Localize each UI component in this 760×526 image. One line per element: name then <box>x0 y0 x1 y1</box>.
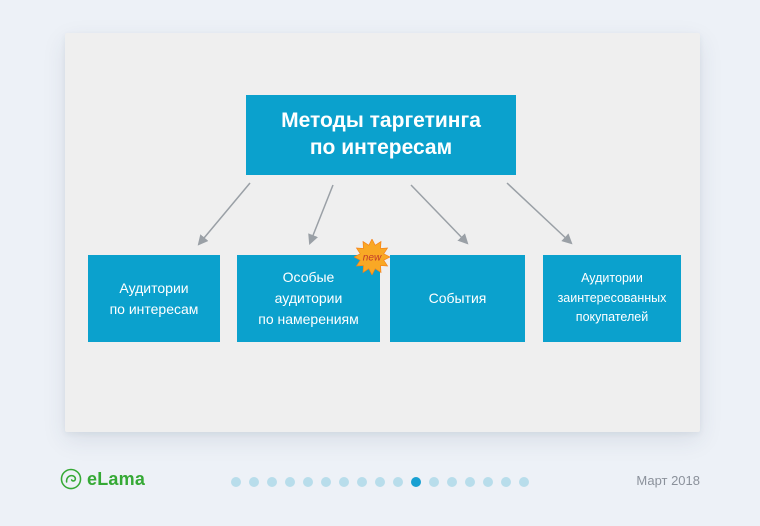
pagination-dot[interactable] <box>393 477 403 487</box>
pagination-dots <box>231 477 529 487</box>
connector-arrows <box>197 182 573 246</box>
pagination-dot[interactable] <box>519 477 529 487</box>
pagination-dot[interactable] <box>267 477 277 487</box>
node-label: Особые аудитории по намерениям <box>258 269 359 327</box>
slide-date: Март 2018 <box>636 473 700 488</box>
elama-logo-text: eLama <box>87 468 146 489</box>
node-in-market-audiences: Аудитории заинтересованных покупателей <box>543 255 681 342</box>
node-label: Аудитории заинтересованных покупателей <box>557 271 667 325</box>
node-events: События <box>390 255 525 342</box>
slide-card: Методы таргетинга по интересам Аудитории… <box>65 33 700 432</box>
node-label: Аудитории по интересам <box>109 279 199 317</box>
pagination-dot[interactable] <box>285 477 295 487</box>
diagram-title: Методы таргетинга по интересам <box>246 95 516 175</box>
diagram-title-line2: по интересам <box>309 136 453 159</box>
node-custom-intent-audiences: Особые аудитории по намерениям new <box>237 239 390 342</box>
pagination-dot-active[interactable] <box>411 477 421 487</box>
pagination-dot[interactable] <box>483 477 493 487</box>
pagination-dot[interactable] <box>303 477 313 487</box>
new-badge-starburst-icon: new <box>354 239 390 275</box>
pagination-dot[interactable] <box>321 477 331 487</box>
new-badge-text: new <box>363 253 382 264</box>
node-label: События <box>428 290 487 306</box>
pagination-dot[interactable] <box>465 477 475 487</box>
pagination-dot[interactable] <box>357 477 367 487</box>
pagination-dot[interactable] <box>339 477 349 487</box>
pagination-dot[interactable] <box>447 477 457 487</box>
elama-logo-icon <box>60 468 82 490</box>
pagination-dot[interactable] <box>231 477 241 487</box>
node-audiences-by-interests: Аудитории по интересам <box>88 255 220 342</box>
pagination-dot[interactable] <box>375 477 385 487</box>
pagination-dot[interactable] <box>249 477 259 487</box>
pagination-dot[interactable] <box>429 477 439 487</box>
pagination-dot[interactable] <box>501 477 511 487</box>
elama-logo[interactable]: eLama <box>60 468 145 490</box>
diagram-title-line1: Методы таргетинга <box>281 109 481 133</box>
